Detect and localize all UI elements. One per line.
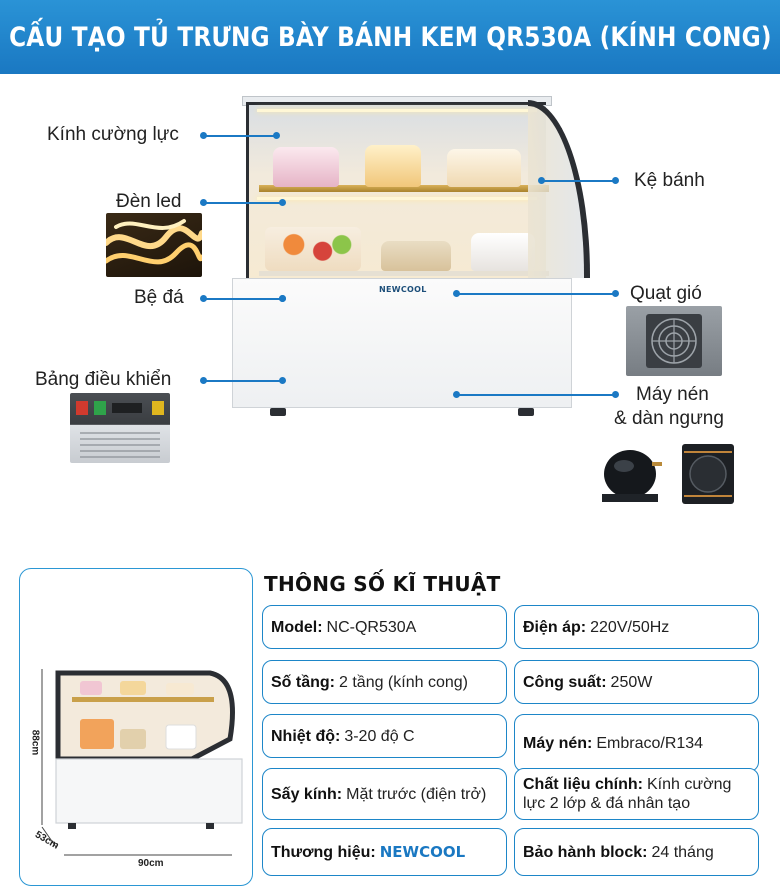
connector-dot [279,377,286,384]
connector-line [202,298,282,300]
connector-dot [612,177,619,184]
spec-key: Công suất: [523,673,607,691]
spec-card-material: Chất liệu chính:Kính cường lực 2 lớp & đ… [514,768,759,820]
connector-line [456,293,616,295]
spec-key: Máy nén: [523,734,593,752]
spec-value: 250W [610,673,653,691]
spec-key: Bảo hành block: [523,843,648,861]
control-panel-image [70,393,170,463]
cake-1 [273,147,339,187]
page-title: CẤU TẠO TỦ TRƯNG BÀY BÁNH KEM QR530A (KÍ… [8,21,772,53]
spec-key: Thương hiệu: [271,843,376,861]
dimension-drawing-panel: 88cm 53cm 90cm [19,568,253,886]
connector-dot [538,177,545,184]
spec-card-voltage: Điện áp:220V/50Hz [514,605,759,649]
connector-line [202,202,282,204]
label-control-panel: Bảng điều khiển [35,369,172,390]
foot-left [270,408,286,416]
dimension-drawing [41,669,243,856]
curved-glass-front [528,100,590,278]
spec-key: Chất liệu chính: [523,776,643,793]
spec-value: Embraco/R134 [596,734,704,752]
cake-3 [447,149,521,187]
connector-dot [200,295,207,302]
dimension-width: 90cm [138,858,164,869]
spec-value: Mặt trước (điện trở) [346,785,487,803]
spec-value: 3-20 độ C [344,727,415,745]
foot-right [518,408,534,416]
label-stone-base: Bệ đá [134,287,184,308]
connector-dot [279,199,286,206]
connector-line [540,180,616,182]
connector-dot [200,199,207,206]
connector-dot [200,377,207,384]
led-light-strip-lower [257,197,537,200]
spec-card-warranty: Bảo hành block:24 tháng [514,828,759,876]
connector-dot [453,391,460,398]
connector-dot [200,132,207,139]
label-compressor: Máy nén [636,384,709,405]
spec-key: Sấy kính: [271,785,343,803]
specs-title: THÔNG SỐ KĨ THUẬT [264,572,501,596]
spec-value: 2 tầng (kính cong) [339,673,468,691]
spec-card-tiers: Số tầng:2 tầng (kính cong) [262,660,507,704]
cabinet-illustration: NEWCOOL [232,96,590,418]
spec-card-compressor: Máy nén:Embraco/R134 [514,714,759,772]
compressor-image [590,440,740,510]
led-strip-image [106,213,202,277]
led-light-strip-top [257,109,537,112]
spec-card-temperature: Nhiệt độ:3-20 độ C [262,714,507,758]
fruit-display [265,227,361,271]
spec-value: 220V/50Hz [590,618,670,636]
spec-card-model: Model:NC-QR530A [262,605,507,649]
label-tempered-glass: Kính cường lực [47,124,179,145]
label-led-light: Đèn led [116,191,182,212]
spec-key: Số tầng: [271,673,335,691]
stone-base: NEWCOOL [232,278,572,408]
bottom-tray [259,271,549,276]
label-condenser: & dàn ngưng [614,408,724,429]
connector-dot [453,290,460,297]
upper-shelf [259,185,549,192]
brand-name: NEWCOOL [379,842,466,861]
dimension-height: 88cm [29,729,41,756]
spec-key: Model: [271,618,323,636]
cake-4 [381,241,451,271]
brand-logo: NEWCOOL [379,285,427,294]
connector-line [202,380,282,382]
spec-value: 24 tháng [651,843,714,861]
fan-image [626,306,722,376]
cake-2 [365,145,421,187]
connector-dot [279,295,286,302]
cake-5 [471,233,535,271]
spec-value: Kính cường lực 2 lớp & đá nhân tạo [523,776,732,812]
connector-line [456,394,616,396]
spec-card-brand: Thương hiệu:NEWCOOL [262,828,507,876]
connector-dot [273,132,280,139]
connector-dot [612,290,619,297]
spec-card-glass-heater: Sấy kính:Mặt trước (điện trở) [262,768,507,820]
spec-card-power: Công suất:250W [514,660,759,704]
connector-line [202,135,276,137]
header-banner: CẤU TẠO TỦ TRƯNG BÀY BÁNH KEM QR530A (KÍ… [0,0,780,74]
label-fan: Quạt gió [630,283,702,304]
spec-key: Điện áp: [523,618,587,636]
connector-dot [612,391,619,398]
label-shelf: Kệ bánh [634,170,705,191]
spec-value: NC-QR530A [326,618,417,636]
spec-key: Nhiệt độ: [271,727,341,745]
cabinet-glass-display [246,102,549,280]
